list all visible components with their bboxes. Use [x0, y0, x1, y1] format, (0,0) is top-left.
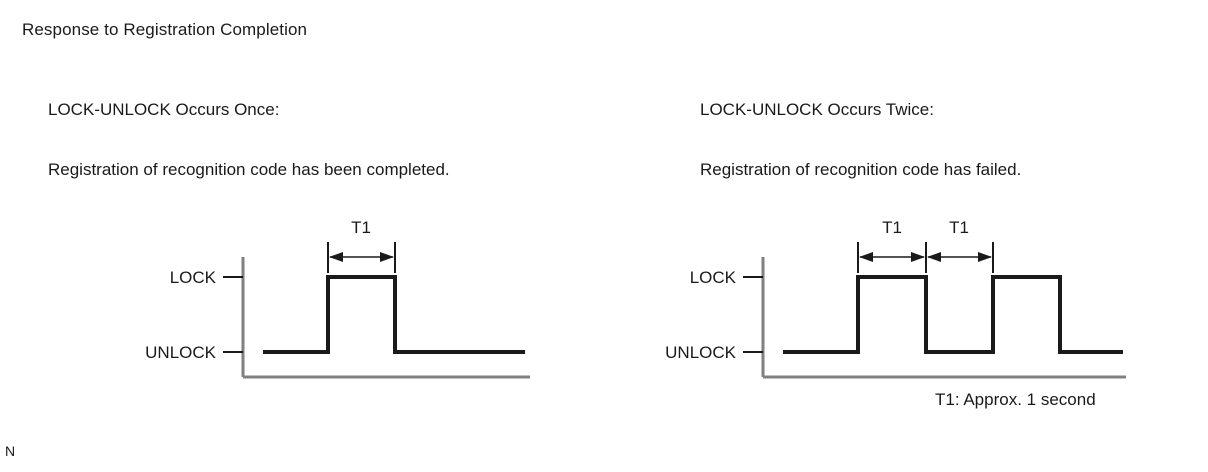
column-heading-twice: LOCK-UNLOCK Occurs Twice: — [700, 100, 934, 119]
t1-dimension-arrow — [329, 252, 394, 262]
waveform-trace — [783, 275, 1123, 354]
t1-label-first: T1 — [882, 218, 902, 237]
unlock-axis-label: UNLOCK — [665, 343, 737, 362]
stray-mark: N — [5, 443, 16, 459]
t1-label-second: T1 — [949, 218, 969, 237]
lock-axis-label: LOCK — [170, 268, 217, 287]
t1-label: T1 — [351, 218, 371, 237]
timing-diagram-once: LOCK UNLOCK T1 — [110, 205, 550, 390]
waveform-trace — [263, 275, 525, 354]
column-description-once: Registration of recognition code has bee… — [48, 160, 450, 179]
t1-dimension-arrow-second — [927, 252, 992, 262]
column-heading-once: LOCK-UNLOCK Occurs Once: — [48, 100, 280, 119]
t1-dimension-arrow-first — [859, 252, 925, 262]
page-title: Response to Registration Completion — [22, 20, 308, 39]
timing-diagram-twice: LOCK UNLOCK T1 T1 — [618, 205, 1138, 390]
unlock-axis-label: UNLOCK — [145, 343, 217, 362]
t1-footnote: T1: Approx. 1 second — [935, 390, 1096, 409]
column-description-twice: Registration of recognition code has fai… — [700, 160, 1022, 179]
lock-axis-label: LOCK — [690, 268, 737, 287]
